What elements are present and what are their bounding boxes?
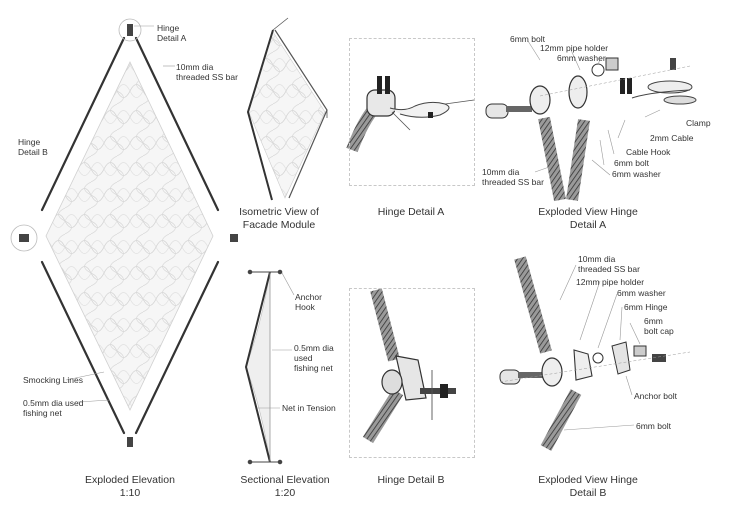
- hinge-detail-a-drawing: [346, 76, 475, 153]
- label-b-hinge: 6mm Hinge: [624, 302, 668, 312]
- caption-exploded-hinge-b: Exploded View Hinge Detail B: [538, 474, 638, 499]
- label-a-6mm-washer-b: 6mm washer: [612, 169, 661, 179]
- hinge-a-detail-circle: [118, 18, 142, 42]
- hinge-top: [127, 24, 133, 36]
- caption-hinge-detail-a: Hinge Detail A: [377, 206, 445, 218]
- label-b-threaded-bar: 10mm dia threaded SS bar: [578, 254, 640, 274]
- label-net-in-tension: Net in Tension: [282, 403, 336, 413]
- label-fishing-net: 0.5mm dia used fishing net: [23, 398, 84, 418]
- net-panel: [45, 61, 214, 411]
- caption-isometric-view: Isometric View of Facade Module: [239, 206, 319, 231]
- hinge-b-detail-circle: [10, 224, 38, 252]
- sectional-elevation: [244, 269, 295, 465]
- threaded-bars: [40, 36, 220, 435]
- section-net: [245, 271, 271, 463]
- caption-exploded-elevation: Exploded Elevation 1:10: [85, 474, 175, 499]
- exploded-hinge-b-drawing: [499, 256, 691, 451]
- label-a-washer: 6mm washer: [557, 53, 606, 63]
- hinge-bottom: [127, 437, 133, 447]
- caption-exploded-hinge-a: Exploded View Hinge Detail A: [538, 206, 638, 231]
- label-b-bolt-cap: 6mm bolt cap: [644, 316, 674, 336]
- hinge-left: [19, 234, 29, 242]
- label-a-cable: 2mm Cable: [650, 133, 694, 143]
- iso-net: [247, 31, 326, 199]
- label-b-anchor-bolt: Anchor bolt: [634, 391, 677, 401]
- label-smocking-lines: Smocking Lines: [23, 375, 84, 385]
- hinge-a-frame: [349, 38, 475, 186]
- label-a-cable-hook: Cable Hook: [626, 147, 671, 157]
- label-b-pipe-holder: 12mm pipe holder: [576, 277, 645, 287]
- label-a-pipe-holder: 12mm pipe holder: [540, 43, 609, 53]
- label-a-clamp: Clamp: [686, 118, 711, 128]
- label-section-net: 0.5mm dia used fishing net: [294, 343, 334, 373]
- label-b-6mm-bolt: 6mm bolt: [636, 421, 671, 431]
- label-hinge-detail-b: Hinge Detail B: [18, 137, 48, 157]
- label-anchor-hook: Anchor Hook: [295, 292, 322, 312]
- hinge-b-frame: [349, 288, 475, 458]
- caption-sectional-elevation: Sectional Elevation 1:20: [240, 474, 330, 499]
- section-bar: [244, 271, 271, 463]
- hinge-detail-b-drawing: [362, 288, 456, 444]
- label-threaded-bar: 10mm dia threaded SS bar: [176, 62, 238, 82]
- hinge-b-bolt-head: [381, 369, 403, 395]
- label-a-threaded-bar: 10mm dia threaded SS bar: [482, 167, 544, 187]
- label-b-washer: 6mm washer: [617, 288, 666, 298]
- caption-hinge-detail-b: Hinge Detail B: [377, 474, 445, 486]
- exploded-hinge-a-drawing: [485, 40, 697, 202]
- anchor-hooks: [247, 269, 283, 465]
- label-a-6mm-bolt-b: 6mm bolt: [614, 158, 649, 168]
- isometric-view: [246, 17, 328, 201]
- label-a-6mm-bolt: 6mm bolt: [510, 34, 545, 44]
- exploded-elevation: [10, 18, 238, 447]
- label-hinge-detail-a: Hinge Detail A: [157, 23, 187, 43]
- hinge-right: [230, 234, 238, 242]
- iso-frame: [246, 29, 274, 201]
